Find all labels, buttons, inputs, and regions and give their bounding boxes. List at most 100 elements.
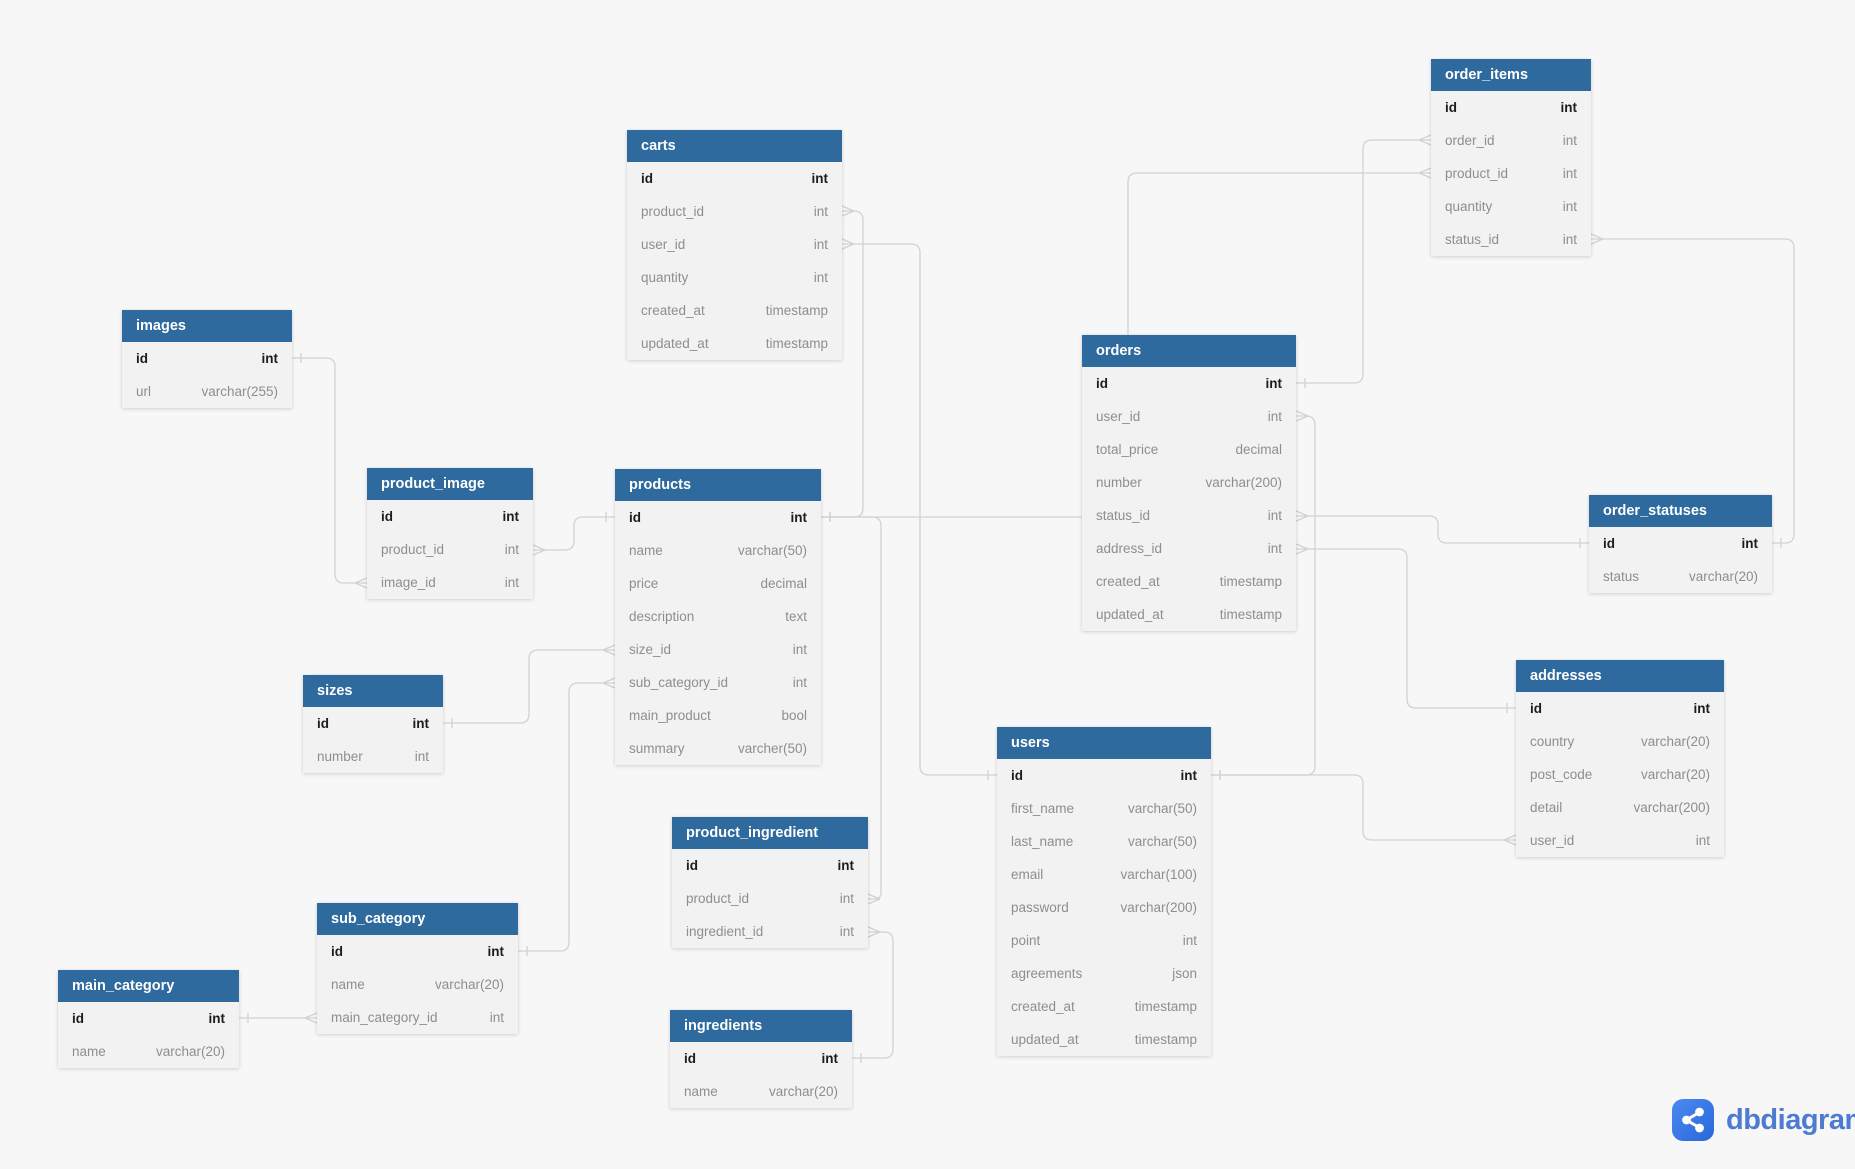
field-type: int [839,891,854,906]
field-name: status_id [1445,232,1500,247]
table-header-images[interactable]: images [122,310,292,342]
field-name: size_id [629,642,672,657]
table-title: images [136,318,186,334]
table-title: products [629,477,692,493]
table-title: sub_category [331,911,426,927]
field-name: id [331,944,343,959]
field-type: int [502,509,520,524]
field-type: int [412,716,430,731]
field-type: int [1180,768,1198,783]
field-type: varchar(255) [201,384,278,399]
field-name: password [1011,900,1069,915]
relationship-main_category.id-to-sub_category.main_category_id [239,1012,318,1024]
field-name: id [1530,701,1542,716]
field-type: int [487,944,505,959]
field-name: last_name [1011,834,1074,849]
table-title: users [1011,735,1050,751]
table-header-sub_category[interactable]: sub_category [317,903,518,935]
field-name: created_at [1096,574,1160,589]
relationship-orders.status_id-to-order_statuses.id [1295,510,1589,548]
table-title: addresses [1530,668,1602,684]
field-name: id [72,1011,84,1026]
table-header-product_image[interactable]: product_image [367,468,533,500]
relationship-orders.address_id-to-addresses.id [1295,543,1516,713]
field-type: int [1267,409,1282,424]
relationship-carts.user_id-to-users.id [841,238,997,780]
field-type: varchar(20) [1688,569,1758,584]
table-header-main_category[interactable]: main_category [58,970,239,1002]
table-title: ingredients [684,1018,763,1034]
field-name: email [1011,867,1044,882]
field-name: detail [1530,800,1563,815]
table-header-ingredients[interactable]: ingredients [670,1010,852,1042]
table-header-users[interactable]: users [997,727,1211,759]
field-name: updated_at [641,336,709,351]
table-header-products[interactable]: products [615,469,821,501]
field-type: timestamp [1134,999,1197,1014]
table-header-product_ingredient[interactable]: product_ingredient [672,817,868,849]
table-header-carts[interactable]: carts [627,130,842,162]
field-type: int [1695,833,1710,848]
table-title: carts [641,138,676,154]
field-name: description [629,609,695,624]
table-header-orders[interactable]: orders [1082,335,1296,367]
table-header-addresses[interactable]: addresses [1516,660,1724,692]
field-type: varchar(50) [1127,834,1197,849]
table-header-sizes[interactable]: sizes [303,675,443,707]
field-name: id [1096,376,1108,391]
table-header-order_statuses[interactable]: order_statuses [1589,495,1772,527]
field-name: name [684,1084,718,1099]
field-type: int [208,1011,226,1026]
dbdiagram-logo[interactable]: dbdiagram.io [1671,1098,1855,1142]
field-row-sub_category-id: id int [317,935,518,968]
field-type: bool [781,708,807,723]
field-name: quantity [641,270,689,285]
field-name: url [136,384,152,399]
field-name: agreements [1011,966,1083,981]
table-header-order_items[interactable]: order_items [1431,59,1591,91]
field-type: int [792,642,807,657]
field-type: int [1265,376,1283,391]
field-name: address_id [1096,541,1163,556]
field-row-products-size_id: size_id int [615,633,821,666]
